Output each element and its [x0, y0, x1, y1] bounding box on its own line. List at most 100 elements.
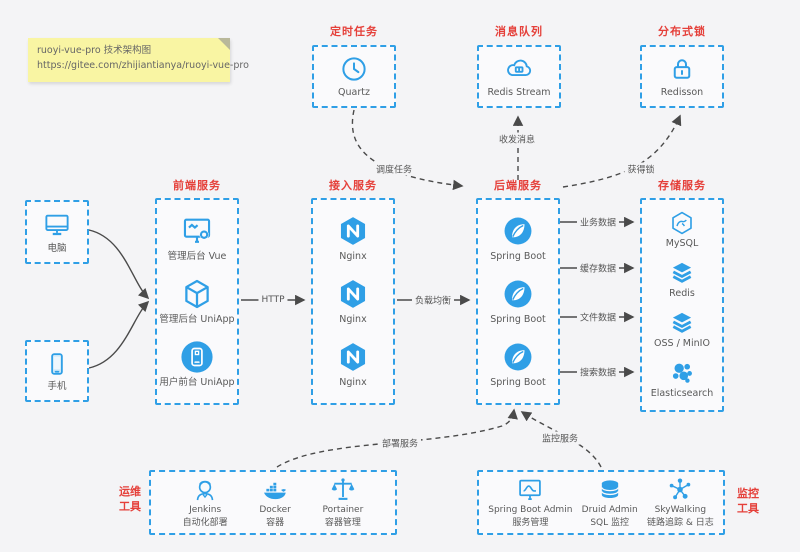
cloud-mq-icon	[504, 54, 534, 84]
node-label: 手机	[47, 380, 67, 392]
spring-boot-icon	[501, 277, 535, 311]
node-quartz: Quartz	[338, 54, 370, 99]
tool-name: Portainer	[322, 504, 364, 515]
group-scheduled-jobs: Quartz	[312, 45, 396, 108]
monitor-title-line2: 工具	[737, 501, 759, 515]
edge-label-http: HTTP	[258, 295, 288, 305]
client-mobile: 手机	[25, 340, 89, 402]
node-skywalking: SkyWalking 链路追踪 & 日志	[647, 476, 714, 529]
node-label: Quartz	[338, 87, 370, 99]
node-label: MySQL	[665, 238, 699, 250]
nginx-icon	[336, 214, 370, 248]
node-label: 管理后台 UniApp	[159, 314, 235, 326]
tool-desc: 链路追踪 & 日志	[646, 517, 714, 528]
tool-name: SkyWalking	[654, 504, 707, 515]
tool-desc: 容器管理	[324, 517, 361, 528]
node-desktop: 电脑	[42, 210, 72, 255]
redis-layers-icon	[669, 260, 695, 286]
column-backend: Spring Boot Spring Boot Spring Boot	[476, 198, 560, 405]
node-label: Nginx	[339, 251, 367, 263]
node-redis: Redis	[669, 260, 695, 300]
node-redis-stream: Redis Stream	[487, 54, 551, 99]
oss-layers-icon	[669, 310, 695, 336]
node-portainer: Portainer 容器管理	[322, 476, 364, 529]
tool-desc: 自动化部署	[182, 517, 228, 528]
elasticsearch-icon	[669, 360, 695, 386]
node-oss-minio: OSS / MinIO	[654, 310, 710, 350]
node-label: Nginx	[339, 377, 367, 389]
edge-desktop-frontend	[88, 229, 150, 300]
edge-label-deploy-service: 部署服务	[378, 436, 422, 450]
node-nginx-1: Nginx	[336, 214, 370, 263]
tool-name: Jenkins	[189, 504, 222, 515]
node-docker: Docker 容器	[259, 476, 291, 529]
node-admin-uniapp: 管理后台 UniApp	[159, 277, 235, 326]
node-elasticsearch: Elasticsearch	[650, 360, 714, 400]
node-admin-vue: 管理后台 Vue	[167, 214, 227, 263]
jenkins-icon	[191, 476, 219, 504]
node-label: Redis	[669, 288, 695, 300]
portainer-icon	[329, 476, 357, 504]
lock-icon	[667, 54, 697, 84]
monitor-title-line1: 监控	[737, 487, 759, 500]
node-label: OSS / MinIO	[654, 338, 710, 350]
node-redisson: Redisson	[661, 54, 703, 99]
node-springboot-3: Spring Boot	[490, 340, 546, 389]
node-label: 管理后台 Vue	[167, 251, 227, 263]
desktop-icon	[42, 210, 72, 240]
edge-label-business-data: 业务数据	[576, 215, 620, 229]
note-title: ruoyi-vue-pro 技术架构图	[37, 45, 152, 56]
spring-boot-admin-icon	[516, 476, 544, 504]
mobile-app-icon	[180, 340, 214, 374]
node-label: Spring Boot	[490, 377, 546, 389]
edge-mobile-frontend	[88, 300, 150, 369]
druid-icon	[596, 476, 624, 504]
note-fold-corner	[218, 38, 230, 50]
tool-desc: 服务管理	[512, 517, 549, 528]
tool-name: Spring Boot Admin	[488, 504, 573, 515]
spring-boot-icon	[501, 214, 535, 248]
group-title-message-queue: 消息队列	[495, 25, 543, 38]
node-mobile: 手机	[43, 350, 71, 393]
node-spring-boot-admin: Spring Boot Admin 服务管理	[488, 476, 572, 529]
mobile-icon	[43, 350, 71, 378]
column-title-backend: 后端服务	[494, 179, 542, 192]
group-distributed-lock: Redisson	[640, 45, 724, 108]
group-title-monitor-tools: 监控 工具	[732, 487, 764, 517]
ops-title-line2: 工具	[119, 499, 141, 513]
edge-schedule-task-line	[351, 109, 464, 191]
node-user-uniapp: 用户前台 UniApp	[159, 340, 235, 389]
column-frontend: 管理后台 Vue 管理后台 UniApp 用户前台 UniApp	[155, 198, 239, 405]
column-title-frontend: 前端服务	[173, 179, 221, 192]
group-title-distributed-lock: 分布式锁	[658, 25, 706, 38]
edge-label-cache-data: 缓存数据	[576, 261, 620, 275]
edge-label-load-balance: 负载均衡	[411, 293, 455, 307]
tool-desc: SQL 监控	[590, 517, 630, 528]
client-desktop: 电脑	[25, 200, 89, 264]
tool-desc: 容器	[266, 517, 285, 528]
column-gateway: Nginx Nginx Nginx	[311, 198, 395, 405]
node-mysql: MySQL	[665, 210, 699, 250]
group-title-ops-tools: 运维 工具	[114, 485, 146, 515]
edge-label-search-data: 搜索数据	[576, 365, 620, 379]
node-label: Nginx	[339, 314, 367, 326]
node-label: 用户前台 UniApp	[159, 377, 235, 389]
docker-icon	[261, 476, 289, 504]
node-springboot-2: Spring Boot	[490, 277, 546, 326]
edge-label-schedule-task: 调度任务	[372, 162, 416, 176]
node-jenkins: Jenkins 自动化部署	[183, 476, 228, 529]
node-nginx-3: Nginx	[336, 340, 370, 389]
sticky-note: ruoyi-vue-pro 技术架构图 https://gitee.com/zh…	[28, 38, 249, 82]
nginx-icon	[336, 340, 370, 374]
node-druid-admin: Druid Admin SQL 监控	[582, 476, 638, 529]
tool-name: Docker	[259, 504, 291, 515]
admin-vue-icon	[180, 214, 214, 248]
edge-label-file-data: 文件数据	[576, 310, 620, 324]
group-message-queue: Redis Stream	[477, 45, 561, 108]
node-label: Spring Boot	[490, 314, 546, 326]
ops-title-line1: 运维	[119, 485, 141, 498]
node-label: Redisson	[660, 87, 704, 99]
group-ops-tools: Jenkins 自动化部署 Docker 容器	[149, 470, 397, 535]
node-label: Elasticsearch	[650, 388, 714, 399]
